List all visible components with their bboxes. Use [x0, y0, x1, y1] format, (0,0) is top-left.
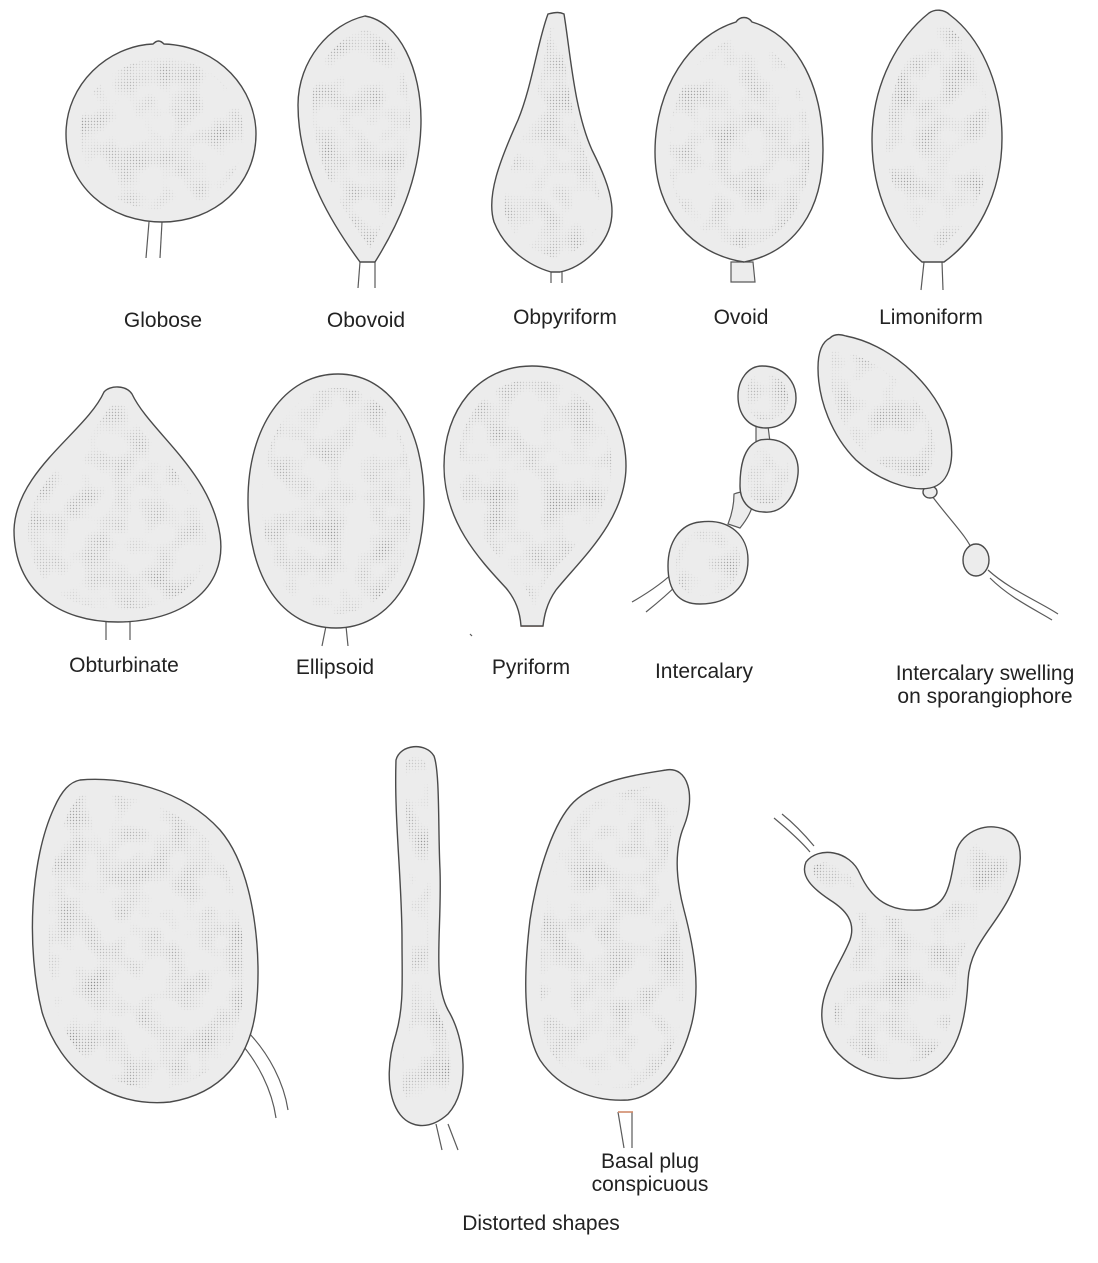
- obturbinate-sporangium: [14, 387, 221, 640]
- pyriform-sporangium: [444, 366, 626, 626]
- label-obturbinate: Obturbinate: [69, 654, 179, 677]
- ovoid-sporangium: [655, 18, 823, 283]
- label-basal-plug: Basal plug conspicuous: [592, 1150, 709, 1196]
- label-ovoid: Ovoid: [714, 306, 769, 329]
- label-globose: Globose: [124, 309, 202, 332]
- label-basal-plug-line2: conspicuous: [592, 1173, 709, 1196]
- label-limoniform: Limoniform: [879, 306, 983, 329]
- label-basal-plug-line1: Basal plug: [592, 1150, 709, 1173]
- label-intercalary: Intercalary: [655, 660, 753, 683]
- label-ellipsoid: Ellipsoid: [296, 656, 374, 679]
- label-intercalary-swelling: Intercalary swelling on sporangiophore: [896, 662, 1075, 708]
- distorted-shape-1: [32, 779, 288, 1118]
- limoniform-sporangium: [872, 10, 1002, 290]
- label-pyriform: Pyriform: [492, 656, 570, 679]
- label-obovoid: Obovoid: [327, 309, 405, 332]
- globose-sporangium: [66, 41, 256, 258]
- label-intercalary-swelling-line1: Intercalary swelling: [896, 662, 1075, 685]
- distorted-shape-4: [774, 814, 1020, 1079]
- intercalary-swelling-sporangium: [818, 335, 1058, 620]
- distorted-shape-2: [389, 747, 463, 1150]
- obovoid-sporangium: [298, 16, 421, 288]
- obpyriform-sporangium: [492, 13, 612, 284]
- intercalary-sporangium: [632, 366, 798, 612]
- label-obpyriform: Obpyriform: [513, 306, 617, 329]
- label-intercalary-swelling-line2: on sporangiophore: [896, 685, 1075, 708]
- label-distorted-shapes: Distorted shapes: [462, 1212, 620, 1235]
- ellipsoid-sporangium: [248, 374, 424, 646]
- speck: [470, 634, 472, 636]
- distorted-shape-3: [526, 770, 696, 1148]
